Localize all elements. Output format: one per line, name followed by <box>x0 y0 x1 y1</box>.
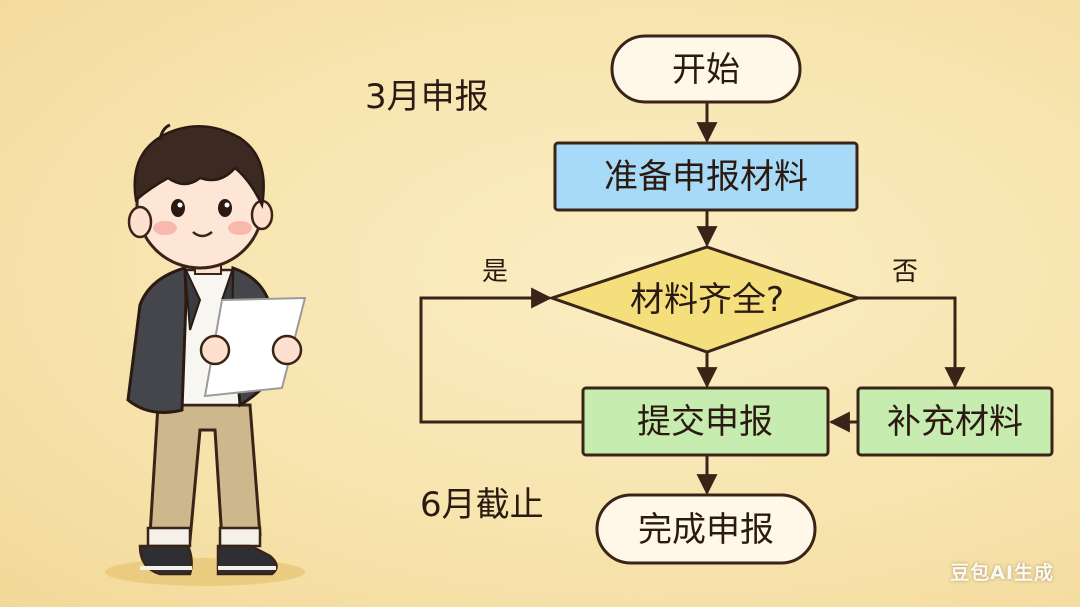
watermark-label: 豆包AI生成 <box>950 562 1054 584</box>
flow-connectors <box>419 102 966 496</box>
node-prepare-label: 准备申报材料 <box>604 157 808 197</box>
arrow-submit-loop-to-check <box>419 287 583 424</box>
node-complete-label: 完成申报 <box>638 510 774 550</box>
node-check: 材料齐全? <box>547 245 863 354</box>
node-check-label: 材料齐全? <box>630 280 784 320</box>
node-supplement-label: 补充材料 <box>887 402 1023 442</box>
timeline-start-note: 3月申报 <box>365 77 489 117</box>
node-submit-label: 提交申报 <box>637 402 773 442</box>
node-submit: 提交申报 <box>581 386 830 457</box>
node-start: 开始 <box>610 34 802 104</box>
node-complete: 完成申报 <box>595 493 817 565</box>
edge-label-no: 否 <box>892 257 918 287</box>
edge-label-yes: 是 <box>482 257 508 287</box>
boy-illustration <box>105 123 307 586</box>
timeline-end-note: 6月截止 <box>420 485 544 525</box>
node-start-label: 开始 <box>672 50 740 90</box>
arrow-check-no-to-supplement <box>858 296 966 389</box>
node-prepare: 准备申报材料 <box>553 141 859 212</box>
node-supplement: 补充材料 <box>856 386 1054 457</box>
